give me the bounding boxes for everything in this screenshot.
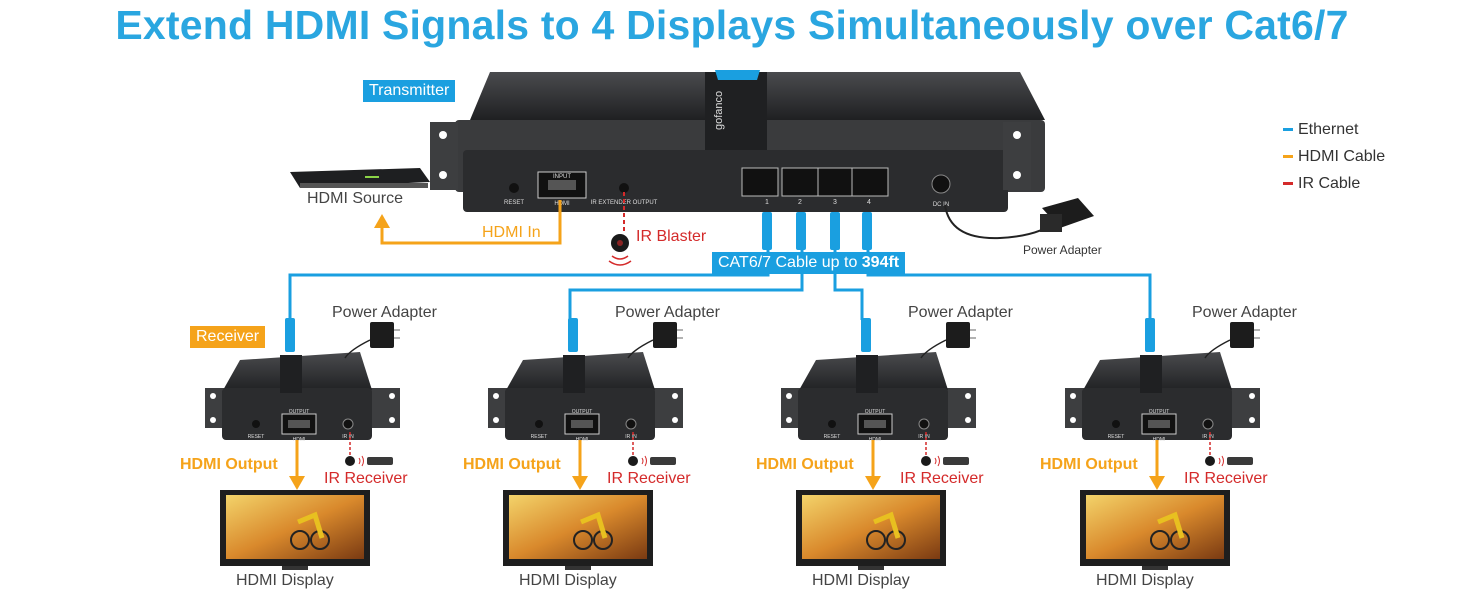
tx-dc-label: DC IN [933, 202, 949, 208]
hdmi-in-arrow [380, 200, 562, 245]
rx-ir-receiver-label: IR Receiver [1184, 470, 1268, 487]
legend-swatch [1283, 182, 1293, 186]
ir-receiver-icon [1205, 456, 1215, 466]
tx-port-number: 2 [798, 199, 802, 206]
ir-receiver-icon [345, 456, 355, 466]
hdmi-source-label: HDMI Source [307, 190, 404, 207]
ethernet-plugs-tx [762, 212, 872, 250]
receiver-unit: OUTPUT HDMI RESET IR IN [205, 318, 400, 570]
receiver-unit: OUTPUT HDMI RESET IR IN [1065, 318, 1260, 570]
rx-power-adapter-icon [653, 322, 677, 348]
rx-hdmi-label: HDMI [576, 437, 589, 443]
tx-reset-label: RESET [504, 200, 524, 206]
rx-hdmi-output-label: HDMI Output [463, 456, 561, 473]
rx-power-adapter-icon [946, 322, 970, 348]
hdmi-in-arrowhead [374, 214, 390, 228]
legend-label: HDMI Cable [1298, 148, 1386, 165]
rx-hdmi-label: HDMI [1153, 437, 1166, 443]
tx-hdmi-label: HDMI [554, 201, 570, 207]
hdmi-display-label: HDMI Display [236, 572, 334, 589]
rx-ir-receiver-label: IR Receiver [607, 470, 691, 487]
hdmi-display-label: HDMI Display [1096, 572, 1194, 589]
cable-label-length: 394ft [861, 254, 900, 271]
transmitter-device [430, 70, 1045, 212]
rx-output-label: OUTPUT [572, 409, 593, 415]
rx-ethernet-plug [861, 318, 871, 352]
ir-blaster-label: IR Blaster [636, 228, 707, 245]
rx-power-adapter-icon [370, 322, 394, 348]
rx-output-label: OUTPUT [1149, 409, 1170, 415]
legend-swatch [1283, 155, 1293, 159]
legend-label: Ethernet [1298, 121, 1359, 138]
transmitter-badge: Transmitter [363, 80, 456, 102]
remote-control-icon [367, 457, 393, 465]
receiver-unit: OUTPUT HDMI RESET IR IN [781, 318, 976, 570]
rx-power-adapter-label: Power Adapter [332, 304, 437, 321]
rx-ir-in-label: IR IN [1202, 434, 1214, 440]
rx-hdmi-label: HDMI [869, 437, 882, 443]
receiver-badge: Receiver [190, 326, 266, 348]
rx-output-label: OUTPUT [865, 409, 886, 415]
rx-hdmi-output-label: HDMI Output [1040, 456, 1138, 473]
rx-ir-in-label: IR IN [918, 434, 930, 440]
legend-swatch [1283, 128, 1293, 132]
tx-port-number: 4 [867, 199, 871, 206]
rx-ethernet-plug [1145, 318, 1155, 352]
tx-port-number: 3 [833, 199, 837, 206]
remote-control-icon [1227, 457, 1253, 465]
ir-receiver-icon [628, 456, 638, 466]
remote-control-icon [650, 457, 676, 465]
hdmi-display-label: HDMI Display [812, 572, 910, 589]
legend-label: IR Cable [1298, 175, 1361, 192]
legend-item-hdmi: HDMI Cable [1283, 148, 1385, 166]
rx-ir-in-label: IR IN [625, 434, 637, 440]
rx-reset-label: RESET [248, 434, 265, 440]
rx-output-label: OUTPUT [289, 409, 310, 415]
tx-power-adapter-label: Power Adapter [1023, 243, 1102, 257]
rx-ethernet-plug [285, 318, 295, 352]
rx-power-adapter-label: Power Adapter [908, 304, 1013, 321]
tx-brand-logo: gofanco [713, 91, 725, 130]
rx-ir-in-label: IR IN [342, 434, 354, 440]
cable-length-badge: CAT6/7 Cable up to 394ft [712, 252, 906, 274]
rx-ir-receiver-label: IR Receiver [324, 470, 408, 487]
rx-ir-receiver-label: IR Receiver [900, 470, 984, 487]
hdmi-display-label: HDMI Display [519, 572, 617, 589]
remote-control-icon [943, 457, 969, 465]
cable-label-prefix: CAT6/7 Cable up to [718, 254, 862, 271]
rx-power-adapter-icon [1230, 322, 1254, 348]
hdmi-source-device [290, 168, 430, 188]
tx-port-number: 1 [765, 199, 769, 206]
rx-power-adapter-label: Power Adapter [615, 304, 720, 321]
rx-reset-label: RESET [824, 434, 841, 440]
rx-ethernet-plug [568, 318, 578, 352]
rx-power-adapter-label: Power Adapter [1192, 304, 1297, 321]
receiver-unit: OUTPUT HDMI RESET IR IN [488, 318, 683, 570]
legend-item-ir: IR Cable [1283, 175, 1360, 193]
rx-hdmi-output-label: HDMI Output [180, 456, 278, 473]
hdmi-in-label: HDMI In [482, 224, 541, 241]
rx-hdmi-label: HDMI [293, 437, 306, 443]
rx-reset-label: RESET [1108, 434, 1125, 440]
page-title: Extend HDMI Signals to 4 Displays Simult… [115, 2, 1349, 48]
tx-input-label: INPUT [553, 174, 571, 180]
legend-item-ethernet: Ethernet [1283, 121, 1358, 139]
ethernet-ports [741, 167, 889, 197]
rx-reset-label: RESET [531, 434, 548, 440]
ir-receiver-icon [921, 456, 931, 466]
rx-hdmi-output-label: HDMI Output [756, 456, 854, 473]
